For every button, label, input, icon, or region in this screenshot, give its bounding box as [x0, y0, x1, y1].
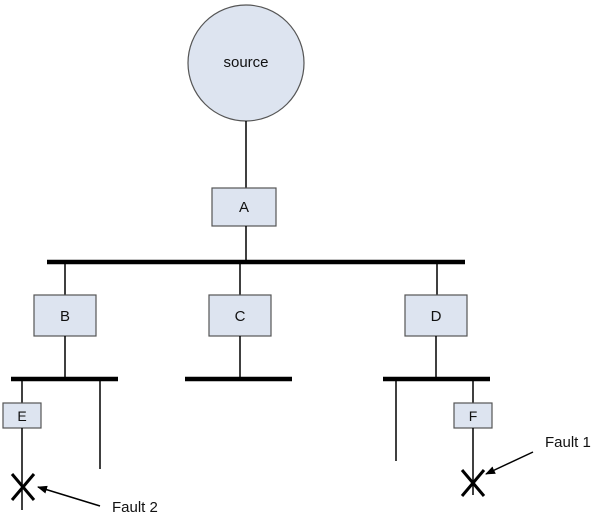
breaker-d-label: D — [431, 308, 442, 325]
breaker-b-label: B — [60, 308, 70, 325]
breaker-e: E — [2, 402, 42, 429]
breaker-f: F — [453, 402, 493, 429]
breaker-d: D — [404, 294, 468, 337]
fault-2-x-mark — [10, 473, 36, 501]
source-node: source — [187, 4, 305, 122]
fault-1-x-mark — [460, 469, 486, 497]
breaker-a-label: A — [239, 199, 249, 216]
breaker-a: A — [211, 187, 277, 227]
fault-1-label: Fault 1 — [545, 434, 591, 451]
breaker-b: B — [33, 294, 97, 337]
breaker-f-label: F — [469, 408, 478, 424]
source-label: source — [223, 54, 268, 71]
breaker-c-label: C — [235, 308, 246, 325]
breaker-c: C — [208, 294, 272, 337]
fault-1-arrow — [485, 451, 534, 475]
fault-2-label: Fault 2 — [112, 499, 158, 516]
fault-2-arrow — [37, 485, 101, 507]
breaker-e-label: E — [17, 408, 26, 424]
